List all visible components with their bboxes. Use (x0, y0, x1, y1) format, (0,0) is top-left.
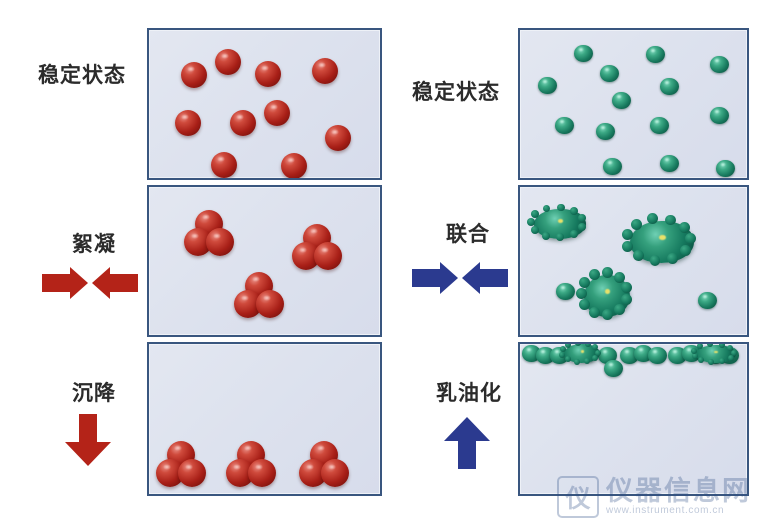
down-arrow-red-icon (62, 412, 114, 468)
label-left-sedimentation: 沉降 (72, 381, 116, 405)
particle-red (312, 58, 338, 84)
droplet-green (604, 360, 623, 378)
particle-red (255, 61, 281, 87)
watermark-url: www.instrument.com.cn (606, 504, 725, 516)
panel-stable-dispersed-green (518, 28, 749, 180)
particle-red (155, 459, 184, 488)
droplet-green (710, 107, 729, 125)
particle-red (230, 110, 256, 136)
droplet-green (650, 117, 669, 135)
particle-red (178, 459, 207, 488)
droplet-green (556, 283, 575, 301)
particle-red (175, 110, 201, 136)
coalesced-droplet-green (575, 267, 632, 320)
droplet-green (612, 92, 631, 110)
droplet-green (603, 158, 622, 176)
converging-arrows-red-icon (40, 265, 140, 301)
label-right-coalescence: 联合 (446, 222, 490, 246)
particle-red (248, 459, 277, 488)
particle-red (211, 152, 237, 178)
droplet-green (555, 117, 574, 135)
panel-stable-dispersed-red (147, 28, 382, 180)
label-right-creaming: 乳油化 (436, 381, 502, 405)
coalesced-droplet-green (527, 203, 586, 241)
panel-coalescence-green (518, 185, 749, 337)
particle-red (181, 62, 207, 88)
droplet-green (648, 347, 667, 365)
particle-red (206, 228, 235, 257)
particle-red (256, 290, 285, 319)
droplet-green (596, 123, 615, 141)
panel-creaming-green (518, 342, 749, 496)
droplet-green (716, 160, 735, 178)
converging-arrows-blue-icon (410, 260, 510, 296)
particle-red (314, 242, 343, 271)
label-left-stable: 稳定状态 (38, 63, 126, 87)
droplet-green (660, 155, 679, 173)
droplet-green (660, 78, 679, 96)
droplet-green (646, 46, 665, 64)
droplet-green (710, 56, 729, 74)
label-left-flocculation: 絮凝 (72, 232, 116, 256)
panel-sedimentation-red (147, 342, 382, 496)
up-arrow-blue-icon (441, 415, 493, 471)
particle-red (281, 153, 307, 178)
label-right-stable: 稳定状态 (412, 80, 500, 104)
coalesced-droplet-green (559, 344, 601, 365)
coalesced-droplet-green (691, 344, 737, 365)
particle-red (264, 100, 290, 126)
coalesced-droplet-green (621, 213, 696, 266)
droplet-green (538, 77, 557, 95)
droplet-green (698, 292, 717, 310)
droplet-green (600, 65, 619, 83)
droplet-green (574, 45, 593, 63)
particle-red (325, 125, 351, 151)
particle-red (321, 459, 350, 488)
panel-flocculation-red (147, 185, 382, 337)
particle-red (215, 49, 241, 75)
